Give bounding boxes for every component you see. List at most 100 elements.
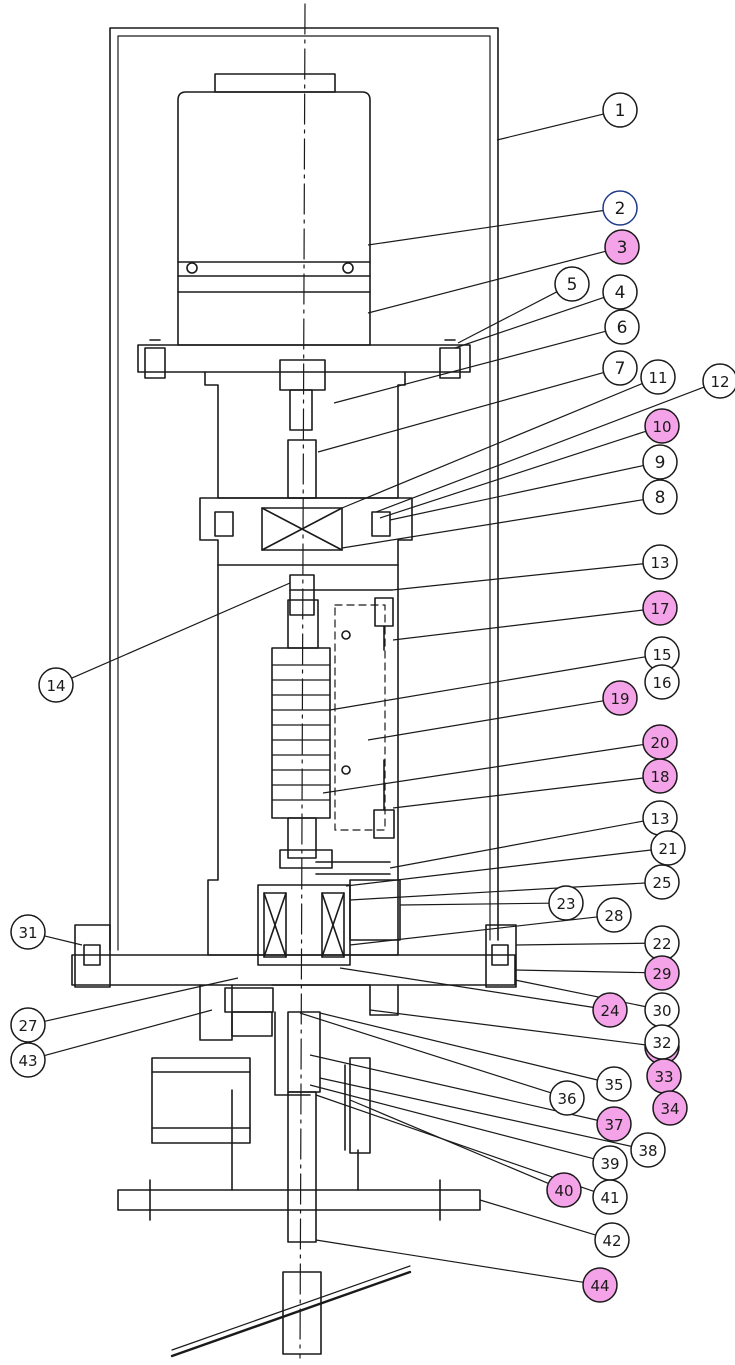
leader-line-11 bbox=[341, 382, 643, 509]
leader-line-27 bbox=[44, 977, 239, 1022]
callout-37: 37 bbox=[596, 1106, 632, 1142]
leader-line-13b bbox=[389, 820, 644, 869]
callout-34: 34 bbox=[652, 1090, 688, 1126]
leader-line-14 bbox=[71, 582, 291, 679]
callout-circle bbox=[642, 544, 678, 580]
callout-36: 36 bbox=[549, 1080, 585, 1116]
leader-line-35 bbox=[319, 1012, 598, 1081]
callout-circle bbox=[602, 680, 638, 716]
callout-29: 29 bbox=[644, 955, 680, 991]
callout-number: 39 bbox=[600, 1155, 619, 1173]
part-outlines bbox=[71, 3, 517, 1359]
callout-24: 24 bbox=[592, 992, 628, 1028]
callout-10: 10 bbox=[644, 408, 680, 444]
callout-number: 27 bbox=[18, 1017, 37, 1035]
leader-line-6 bbox=[333, 330, 606, 404]
callout-number: 24 bbox=[600, 1002, 619, 1020]
callout-28: 28 bbox=[596, 897, 632, 933]
callout-number: 44 bbox=[590, 1277, 609, 1295]
callout-circle bbox=[10, 1007, 46, 1043]
callout-number: 18 bbox=[650, 768, 669, 786]
callout-11: 11 bbox=[640, 359, 676, 395]
callout-number: 15 bbox=[652, 646, 671, 664]
callout-number: 13 bbox=[650, 554, 669, 572]
callout-8: 8 bbox=[642, 479, 678, 515]
callout-number: 10 bbox=[652, 418, 671, 436]
base-plate bbox=[71, 954, 516, 986]
leader-line-24 bbox=[339, 967, 594, 1008]
dashed-line bbox=[334, 604, 386, 831]
upper-gauge bbox=[374, 597, 394, 627]
base-frame bbox=[117, 1189, 481, 1211]
callout-number: 1 bbox=[615, 101, 626, 121]
callout-number: 21 bbox=[658, 840, 677, 858]
callout-circle bbox=[38, 667, 74, 703]
leader-line-38 bbox=[319, 1077, 632, 1147]
callout-18: 18 bbox=[642, 758, 678, 794]
leader-line-4 bbox=[454, 296, 605, 349]
callout-38: 38 bbox=[630, 1132, 666, 1168]
leader-line-13a bbox=[391, 563, 644, 591]
leader-line-31 bbox=[44, 935, 83, 946]
callout-30: 30 bbox=[644, 992, 680, 1028]
leader-line-9 bbox=[389, 464, 644, 521]
callout-39: 39 bbox=[592, 1145, 628, 1181]
callout-number: 36 bbox=[557, 1090, 576, 1108]
callout-number: 29 bbox=[652, 965, 671, 983]
side-box bbox=[151, 1057, 251, 1144]
cabinet-frame bbox=[109, 27, 499, 951]
drive-shaft bbox=[287, 1091, 317, 1243]
callout-number: 31 bbox=[18, 924, 37, 942]
leader-line-29 bbox=[514, 969, 646, 974]
callout-27: 27 bbox=[10, 1007, 46, 1043]
callout-number: 37 bbox=[604, 1116, 623, 1134]
leader-line-28 bbox=[349, 916, 598, 946]
callout-circle bbox=[644, 664, 680, 700]
leader-line-1 bbox=[496, 113, 604, 141]
leader-line-12 bbox=[375, 386, 705, 513]
leader-line-5 bbox=[457, 291, 558, 344]
callout-circle bbox=[642, 724, 678, 760]
leader-line-23 bbox=[399, 902, 550, 906]
callout-2: 2 bbox=[602, 190, 638, 226]
callout-17: 17 bbox=[642, 590, 678, 626]
callout-23: 23 bbox=[548, 885, 584, 921]
callout-circle bbox=[594, 1222, 630, 1258]
leader-line-26 bbox=[369, 1009, 646, 1046]
leader-line-2 bbox=[367, 209, 604, 246]
leader-line-39 bbox=[309, 1084, 594, 1160]
callout-circle bbox=[596, 1106, 632, 1142]
callout-number: 38 bbox=[638, 1142, 657, 1160]
callout-1: 1 bbox=[602, 92, 638, 128]
lower-bearing bbox=[257, 884, 351, 966]
leader-line-3 bbox=[367, 250, 606, 314]
leader-line-10 bbox=[379, 430, 647, 519]
callout-4: 4 bbox=[602, 274, 638, 310]
callout-circle bbox=[554, 266, 590, 302]
callout-circle bbox=[644, 408, 680, 444]
callout-42: 42 bbox=[594, 1222, 630, 1258]
callout-number: 28 bbox=[604, 907, 623, 925]
callout-circle bbox=[596, 1066, 632, 1102]
leader-line-20 bbox=[322, 743, 644, 794]
leader-line-21 bbox=[345, 849, 652, 887]
coupling-housing bbox=[204, 371, 406, 499]
callout-number: 20 bbox=[650, 734, 669, 752]
callout-number: 33 bbox=[654, 1068, 673, 1086]
callout-22: 22 bbox=[644, 925, 680, 961]
callout-43: 43 bbox=[10, 1042, 46, 1078]
callout-13b: 13 bbox=[642, 800, 678, 836]
callout-number: 32 bbox=[652, 1034, 671, 1052]
callout-number: 8 bbox=[655, 488, 666, 508]
callout-circle bbox=[602, 350, 638, 386]
leader-line-44 bbox=[315, 1239, 584, 1283]
callout-circle bbox=[642, 444, 678, 480]
callout-circle bbox=[10, 914, 46, 950]
leader-lines bbox=[44, 113, 705, 1283]
top-plate bbox=[137, 344, 471, 373]
callout-circle bbox=[640, 359, 676, 395]
leader-line-18 bbox=[392, 777, 644, 809]
callout-41: 41 bbox=[592, 1179, 628, 1215]
callout-number: 2 bbox=[615, 199, 626, 219]
